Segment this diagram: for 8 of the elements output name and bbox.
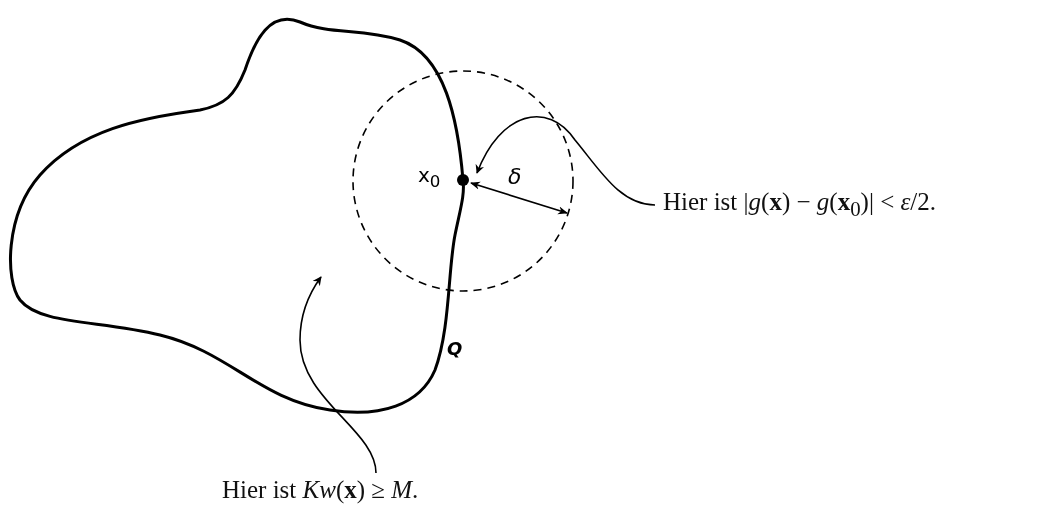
note-text: Hier ist Kw(x) ≥ M.: [222, 475, 419, 505]
dashed-circle: [352, 70, 574, 292]
curved-arrow: [476, 116, 656, 206]
note-text: Hier ist |g(x) − g(x$_{0}$)| < ε/2.: [663, 187, 937, 222]
curved-arrow: [299, 276, 377, 474]
math-label: x$_{0}$: [418, 165, 441, 191]
math-label: δ: [508, 166, 522, 188]
math-label: Q: [447, 340, 463, 358]
